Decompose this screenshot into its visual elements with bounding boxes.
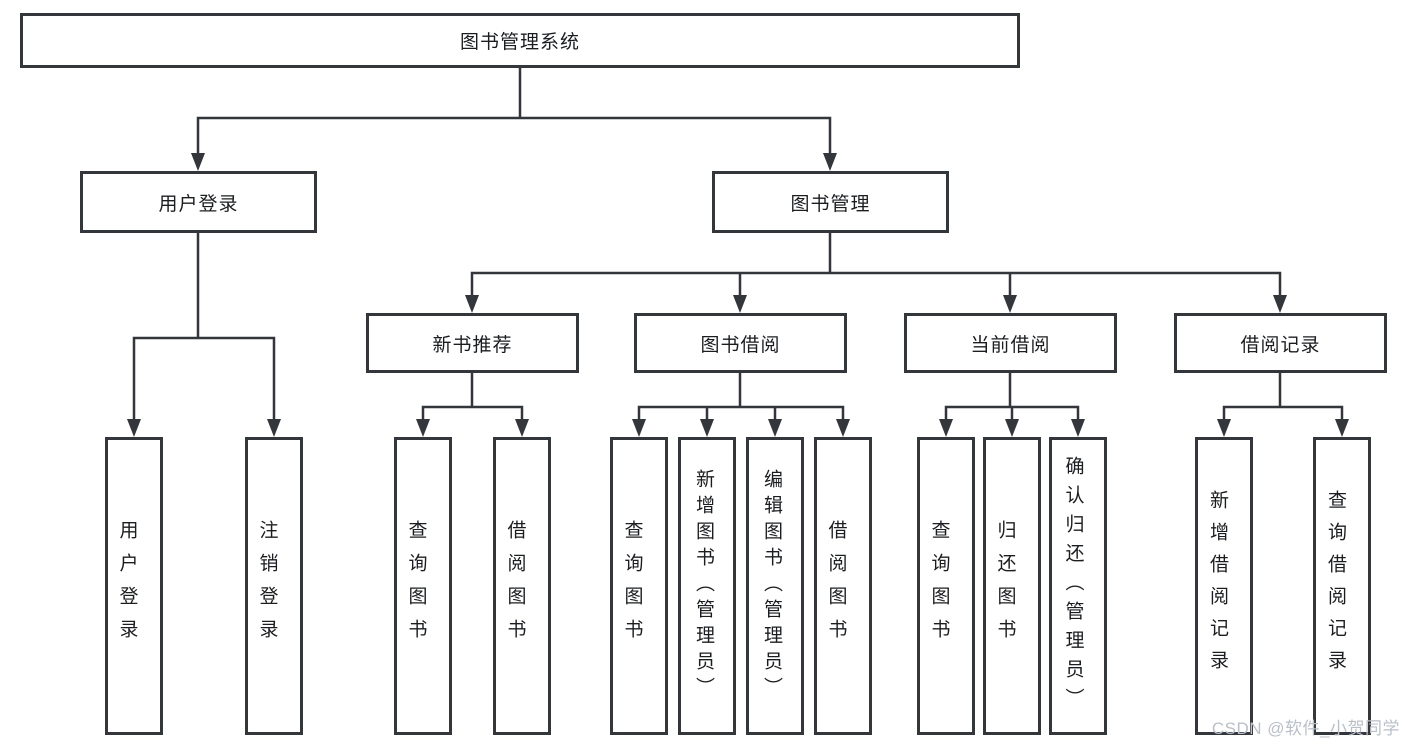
node-leaf-cb-confirm-return: 确认归还（管理员） bbox=[1049, 437, 1107, 735]
node-leaf-bb-add-book-label: 新增图书（管理员） bbox=[693, 469, 714, 703]
edge-root-split bbox=[196, 68, 832, 156]
node-borrow-record: 借阅记录 bbox=[1174, 313, 1387, 373]
node-leaf-br-query-record: 查询借阅记录 bbox=[1313, 437, 1371, 735]
node-leaf-cb-return-book: 归还图书 bbox=[983, 437, 1041, 735]
node-new-book-recommend-label: 新书推荐 bbox=[432, 334, 513, 356]
node-leaf-bb-edit-book-label: 编辑图书（管理员） bbox=[761, 469, 782, 703]
node-book-borrow: 图书借阅 bbox=[634, 313, 847, 373]
edge-userlogin-split bbox=[132, 233, 276, 424]
node-book-borrow-label: 图书借阅 bbox=[700, 334, 781, 356]
node-leaf-logout-login-label: 注销登录 bbox=[256, 520, 278, 652]
node-leaf-cb-return-book-label: 归还图书 bbox=[994, 520, 1016, 652]
node-leaf-bb-borrow-book-label: 借阅图书 bbox=[825, 520, 847, 652]
node-book-management-label: 图书管理 bbox=[790, 193, 871, 215]
node-leaf-br-query-record-label: 查询借阅记录 bbox=[1325, 490, 1346, 682]
node-leaf-br-add-record: 新增借阅记录 bbox=[1195, 437, 1253, 735]
node-new-book-recommend: 新书推荐 bbox=[366, 313, 579, 373]
node-root-label: 图书管理系统 bbox=[459, 32, 580, 53]
edge-bookborrow-split bbox=[637, 373, 845, 424]
node-book-management: 图书管理 bbox=[712, 171, 949, 233]
node-current-borrow-label: 当前借阅 bbox=[970, 334, 1051, 356]
node-leaf-cb-query-book-label: 查询图书 bbox=[928, 520, 950, 652]
node-leaf-logout-login: 注销登录 bbox=[245, 437, 303, 735]
node-user-login-group: 用户登录 bbox=[80, 171, 317, 233]
node-leaf-nbr-query-book-label: 查询图书 bbox=[405, 520, 427, 652]
node-leaf-bb-query-book: 查询图书 bbox=[610, 437, 668, 735]
node-root: 图书管理系统 bbox=[20, 13, 1020, 68]
node-leaf-bb-add-book: 新增图书（管理员） bbox=[678, 437, 736, 735]
node-leaf-cb-confirm-return-label: 确认归还（管理员） bbox=[1062, 455, 1084, 717]
edge-newbook-split bbox=[421, 373, 524, 424]
edge-currentborrow-split bbox=[944, 373, 1080, 424]
node-current-borrow: 当前借阅 bbox=[904, 313, 1117, 373]
node-user-login-group-label: 用户登录 bbox=[158, 193, 239, 215]
node-leaf-bb-query-book-label: 查询图书 bbox=[621, 520, 643, 652]
arrowheads bbox=[127, 153, 1349, 437]
node-borrow-record-label: 借阅记录 bbox=[1240, 334, 1321, 356]
node-leaf-nbr-query-book: 查询图书 bbox=[394, 437, 452, 735]
node-leaf-cb-query-book: 查询图书 bbox=[917, 437, 975, 735]
node-leaf-user-login: 用户登录 bbox=[105, 437, 163, 735]
csdn-watermark: CSDN @软件_小贺同学 bbox=[1211, 719, 1400, 738]
node-leaf-bb-edit-book: 编辑图书（管理员） bbox=[746, 437, 804, 735]
node-leaf-bb-borrow-book: 借阅图书 bbox=[814, 437, 872, 735]
node-leaf-br-add-record-label: 新增借阅记录 bbox=[1207, 490, 1228, 682]
node-leaf-user-login-label: 用户登录 bbox=[116, 520, 138, 652]
node-leaf-nbr-borrow-book-label: 借阅图书 bbox=[504, 520, 526, 652]
edge-borrowrecord-split bbox=[1222, 373, 1344, 424]
node-leaf-nbr-borrow-book: 借阅图书 bbox=[493, 437, 551, 735]
edge-bookmgmt-split bbox=[470, 233, 1282, 299]
